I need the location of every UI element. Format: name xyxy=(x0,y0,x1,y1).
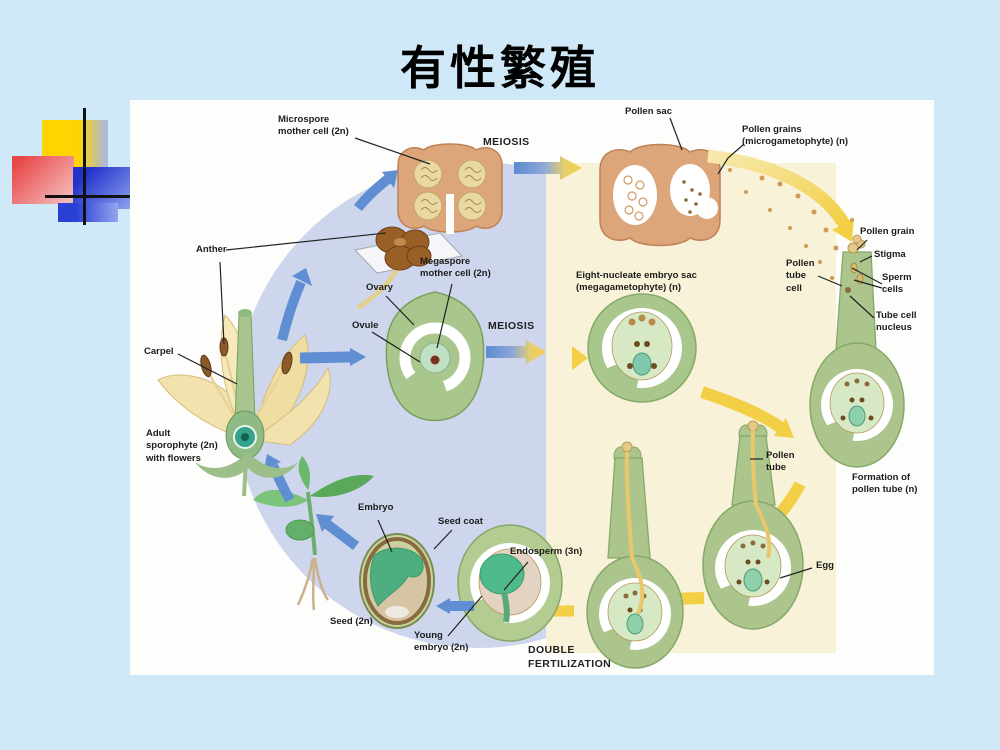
label-megaspore-mother-cell: Megaspore mother cell (2n) xyxy=(420,256,491,280)
pollen-grains-in-sac xyxy=(682,180,702,214)
label-pollen-tube: Pollen tube xyxy=(766,450,795,474)
embryo-sac-cells-a xyxy=(840,378,874,427)
flower-anthers xyxy=(200,337,293,378)
label-carpel: Carpel xyxy=(144,346,174,357)
label-double-fertilization: DOUBLE FERTILIZATION xyxy=(528,644,612,670)
microspore-squiggles xyxy=(420,167,482,213)
label-meiosis-top: MEIOSIS xyxy=(483,136,530,148)
label-pollen-sac: Pollen sac xyxy=(625,106,672,117)
embryo-sac-cells-b xyxy=(736,540,770,592)
label-meiosis-mid: MEIOSIS xyxy=(488,320,535,332)
carpel-stage-pollination xyxy=(809,234,905,468)
label-ovary: Ovary xyxy=(366,282,393,293)
arrow-seed-to-seedling xyxy=(316,514,360,550)
pollen-sac-mesh xyxy=(623,175,648,221)
life-cycle-diagram xyxy=(157,117,905,669)
label-adult-sporophyte: Adult sporophyte (2n) with flowers xyxy=(146,428,218,464)
slide-title: 有性繁殖 xyxy=(400,43,600,94)
label-young-embryo: Young embryo (2n) xyxy=(414,630,469,654)
meiosis-arrow-top xyxy=(514,156,582,180)
label-stigma: Stigma xyxy=(874,249,906,260)
decor-horizontal-line xyxy=(45,195,137,198)
label-seed: Seed (2n) xyxy=(330,616,373,627)
label-tube-cell-nucleus: Tube cell nucleus xyxy=(876,310,917,334)
decor-vertical-line xyxy=(83,108,86,225)
flower xyxy=(157,309,331,497)
label-formation-pollen-tube: Formation of pollen tube (n) xyxy=(852,472,918,496)
label-embryo: Embryo xyxy=(358,502,394,513)
carpel-stage-double-fertilization xyxy=(586,441,684,669)
label-microspore-mother-cell: Microspore mother cell (2n) xyxy=(278,114,349,138)
label-seed-coat: Seed coat xyxy=(438,516,483,527)
eight-nucleate-embryo-sac xyxy=(587,293,697,403)
seed-coat-ring xyxy=(363,537,431,625)
megaspore-mother-cell-dot xyxy=(430,355,440,365)
label-pollen-tube-cell: Pollen tube cell xyxy=(786,258,815,294)
decor-blue-square xyxy=(73,167,131,209)
diagram-panel: Microspore mother cell (2n) MEIOSIS Poll… xyxy=(130,100,934,675)
label-pollen-grains: Pollen grains (microgametophyte) (n) xyxy=(742,124,849,148)
arrow-flower-to-ovary xyxy=(299,348,366,366)
ovary-cross-section xyxy=(385,291,485,422)
label-endosperm: Endosperm (3n) xyxy=(510,546,583,557)
label-embryo-sac: Eight-nucleate embryo sac (megagametophy… xyxy=(576,270,697,294)
suspensor xyxy=(501,591,510,623)
label-anther: Anther xyxy=(196,244,227,255)
arrow-anther-to-section xyxy=(354,170,398,212)
arrow-flower-to-anther xyxy=(277,268,312,342)
pollen-tube-path-b xyxy=(750,429,772,559)
label-egg: Egg xyxy=(816,560,834,571)
seed-embryo-shape xyxy=(370,547,424,607)
pollen-tube-path-c xyxy=(624,451,645,615)
arrow-to-seed xyxy=(436,598,474,614)
flower-carpel xyxy=(234,314,256,421)
carpel-stage-pollen-tube xyxy=(702,420,804,630)
arrow-sac-to-carpel xyxy=(700,386,794,438)
seedling xyxy=(253,456,374,611)
label-pollen-grain: Pollen grain xyxy=(860,226,915,237)
embryo-sac-cells-c xyxy=(623,590,647,635)
seed xyxy=(359,533,435,629)
leader-lines xyxy=(177,117,883,637)
label-sperm-cells: Sperm cells xyxy=(882,272,912,296)
decor-blue-square-small xyxy=(58,203,118,222)
pollen-dispersal-arrow xyxy=(707,149,854,280)
anther-cross-section-2 xyxy=(599,143,721,247)
embryo-sac-nuclei xyxy=(627,314,657,376)
anther-cross-section-1 xyxy=(397,143,503,234)
roots xyxy=(296,557,330,611)
label-ovule: Ovule xyxy=(352,320,379,331)
